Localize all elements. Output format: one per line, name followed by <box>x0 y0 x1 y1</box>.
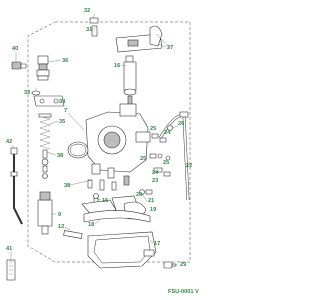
callout-31: 31 <box>86 27 92 33</box>
part-24 <box>149 153 171 161</box>
part-25 <box>151 133 167 143</box>
callout-19: 19 <box>150 207 156 213</box>
cable-42 <box>10 147 23 225</box>
callout-40: 40 <box>12 46 18 52</box>
part-23 <box>153 167 171 177</box>
callout-24a: 24 <box>164 130 171 136</box>
jet-needle-holder-36 <box>36 55 50 81</box>
clip-part-40 <box>11 61 27 70</box>
callout-32: 32 <box>84 8 90 14</box>
callout-17: 17 <box>154 241 160 247</box>
cable-41 <box>6 259 16 281</box>
jet-parts <box>87 175 130 191</box>
top-cable-part <box>89 17 99 37</box>
carburetor-exploded-diagram: 32 31 27 16 40 36 33 34 7 35 38 28 25 24… <box>6 8 199 295</box>
callout-38: 38 <box>57 153 63 159</box>
carburetor-body <box>85 103 151 179</box>
plunger-part <box>123 55 137 109</box>
drain-screw-29 <box>163 261 177 269</box>
callout-34: 34 <box>59 99 66 105</box>
callout-28: 28 <box>178 121 184 127</box>
callout-20: 20 <box>136 192 142 198</box>
callout-15: 15 <box>102 198 108 204</box>
callout-25a: 25 <box>150 126 156 132</box>
callout-22: 22 <box>186 163 192 169</box>
callout-25b: 25 <box>140 156 146 162</box>
callout-33: 33 <box>24 90 30 96</box>
callout-41: 41 <box>6 246 12 252</box>
cap-assembly-27 <box>115 25 171 53</box>
oring-7 <box>67 141 89 159</box>
screw-38 <box>41 149 49 179</box>
part-33 <box>31 88 41 96</box>
callout-7: 7 <box>64 108 67 114</box>
part-34 <box>33 95 65 107</box>
callout-27: 27 <box>167 45 173 51</box>
hose-22 <box>158 111 190 201</box>
diagram-caption: FSU-0001 V <box>168 289 199 295</box>
callout-25c: 25 <box>163 160 169 166</box>
slide-part-9 <box>37 191 53 235</box>
callout-21: 21 <box>148 198 154 204</box>
assembly-frame <box>27 21 191 263</box>
callout-12: 12 <box>58 224 64 230</box>
callout-36: 36 <box>62 58 68 64</box>
leader-lines <box>10 13 187 260</box>
float-bowl-17 <box>87 231 157 269</box>
callout-9: 9 <box>58 212 61 218</box>
callout-23: 23 <box>152 178 158 184</box>
callout-38b: 38 <box>64 183 70 189</box>
callout-18: 18 <box>88 222 94 228</box>
callout-24b: 24 <box>152 170 159 176</box>
callout-35: 35 <box>59 119 65 125</box>
callout-29: 29 <box>180 262 186 268</box>
callout-42: 42 <box>6 139 12 145</box>
callout-16: 16 <box>114 63 120 69</box>
part-28 <box>167 125 179 131</box>
drain-21 <box>139 189 153 195</box>
spring-35 <box>38 113 52 150</box>
pipe-12 <box>63 230 83 239</box>
